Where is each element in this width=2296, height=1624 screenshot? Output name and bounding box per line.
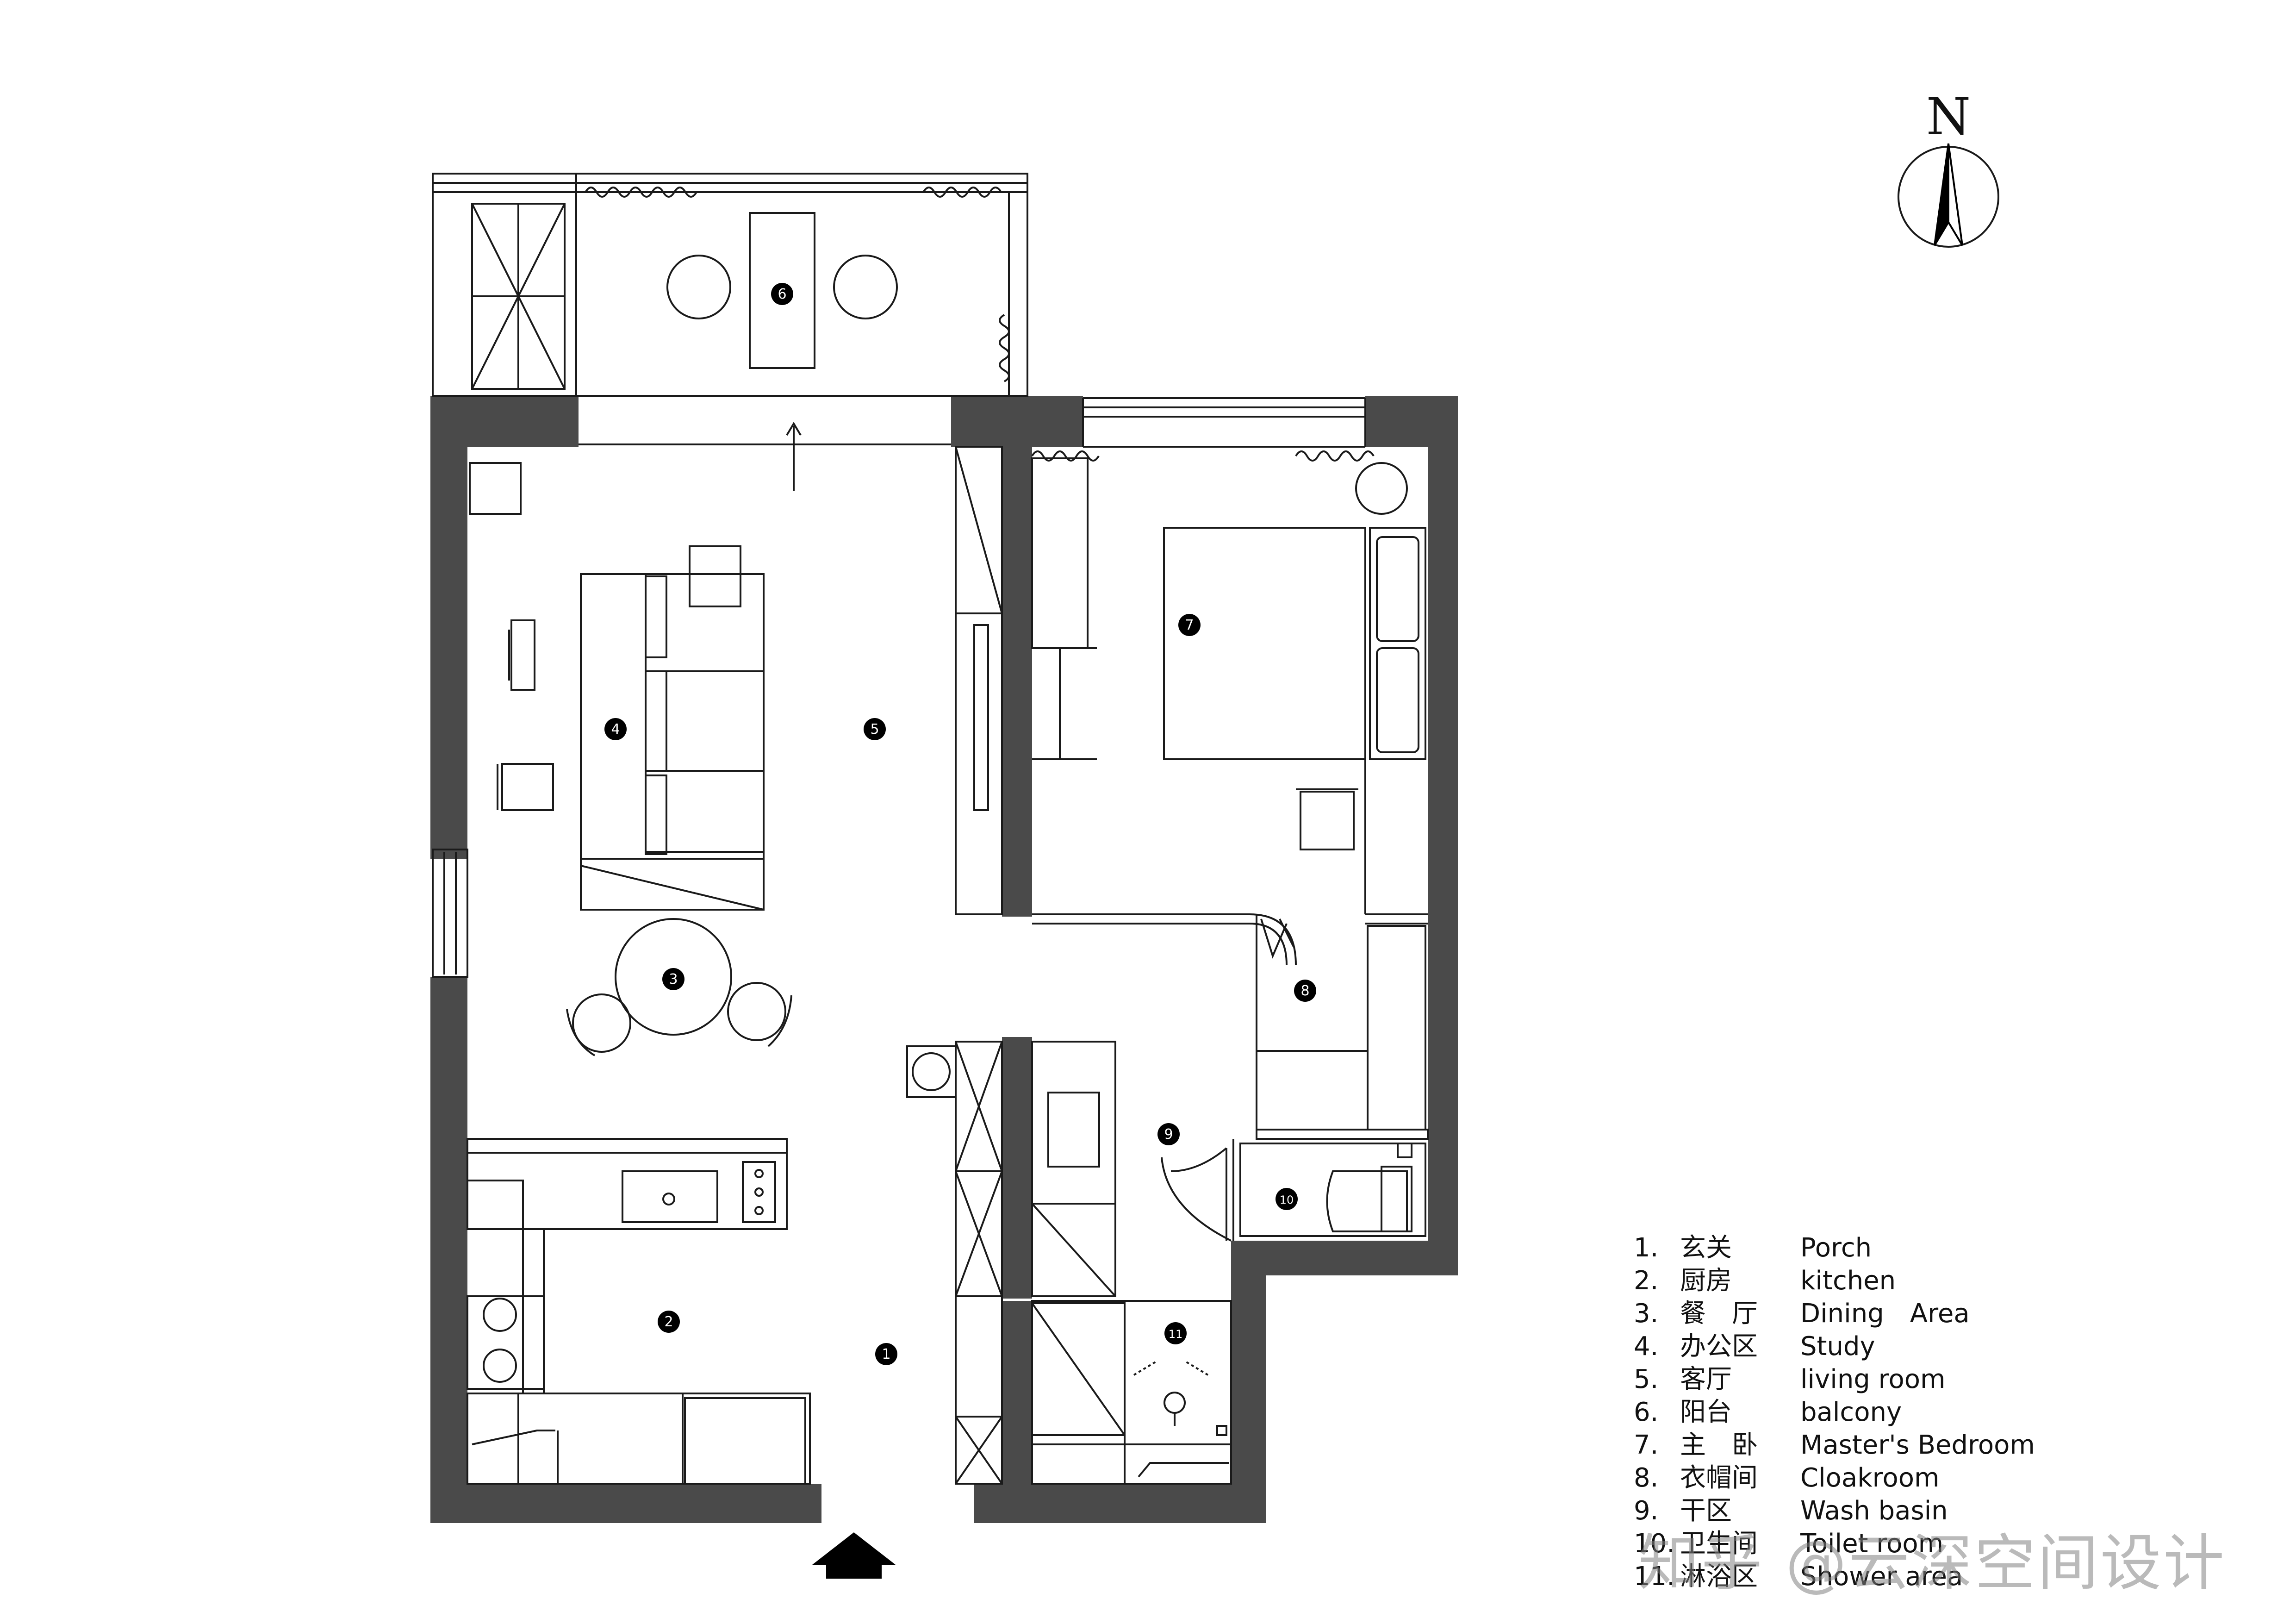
room-marker-label: 8 [1300, 983, 1309, 999]
legend-en: living room [1800, 1364, 1946, 1394]
room-marker-dot [1294, 980, 1316, 1002]
room-marker-dot [771, 283, 793, 305]
wall-bath-bottom [1231, 1241, 1458, 1275]
bedroom [1031, 397, 1426, 966]
watermark: 知乎 @云深空间设计 [1638, 1528, 2226, 1599]
legend-cn: 厨房 [1680, 1266, 1732, 1296]
walls [430, 396, 1458, 1523]
room-marker-dot [864, 718, 886, 740]
entrance-arrow-icon [812, 1532, 896, 1579]
bathroom [1031, 1139, 1426, 1485]
wall-bottom-left [430, 1484, 821, 1523]
room-marker-dot [658, 1311, 680, 1333]
legend-num: 2. [1634, 1266, 1659, 1296]
room-marker-dot [662, 968, 684, 990]
legend-cn: 阳台 [1680, 1397, 1732, 1427]
legend-en: Master's Bedroom [1800, 1430, 2035, 1460]
room-marker-dot [1164, 1322, 1187, 1344]
room-marker-dot [1276, 1188, 1298, 1210]
legend-row: 11.淋浴区 Shower area [1634, 1560, 2282, 1593]
room-marker-label: 6 [778, 286, 786, 302]
compass: N [1898, 87, 1999, 248]
wall-left-lower [430, 977, 467, 1523]
legend-row: 10.卫生间 Toilet room [1634, 1527, 2282, 1560]
legend-en: Study [1800, 1331, 1875, 1362]
room-marker-label: 3 [669, 971, 678, 987]
wall-bottom-right [974, 1484, 1266, 1523]
legend-en: Dining Area [1800, 1299, 1970, 1329]
legend-en: Cloakroom [1800, 1463, 1940, 1493]
legend-row: 5. 客厅 living room [1634, 1363, 2282, 1396]
legend-cn: 淋浴区 [1680, 1562, 1758, 1592]
legend-en: Shower area [1800, 1562, 1963, 1592]
room-marker-label: 10 [1280, 1193, 1294, 1206]
room-marker-label: 7 [1185, 617, 1194, 633]
legend-num: 4. [1634, 1331, 1659, 1362]
legend-cn: 干区 [1680, 1496, 1732, 1526]
legend-num: 7. [1634, 1430, 1659, 1460]
legend-en: balcony [1800, 1397, 1902, 1427]
legend-cn: 卫生间 [1680, 1529, 1758, 1559]
legend-row: 9. 干区 Wash basin [1634, 1494, 2282, 1527]
entry-storage [906, 1041, 1116, 1485]
room-marker-dot [604, 718, 627, 740]
room-marker-label: 4 [611, 721, 620, 737]
room-markers: 1 2 3 4 5 6 7 8 9 10 11 [604, 283, 1316, 1365]
legend-num: 10. [1634, 1529, 1675, 1559]
legend-row: 4. 办公区 Study [1634, 1330, 2282, 1363]
dining-furniture [566, 918, 792, 1056]
room-marker-label: 2 [664, 1314, 673, 1330]
legend-cn: 衣帽间 [1680, 1463, 1758, 1493]
wall-left-upper [430, 396, 467, 859]
legend-cn: 办公区 [1680, 1331, 1758, 1362]
compass-needle-icon [1934, 143, 1949, 246]
legend-row: 6. 阳台 balcony [1634, 1396, 2282, 1429]
room-marker-dot [1178, 614, 1201, 636]
legend-cn: 客厅 [1680, 1364, 1732, 1394]
legend-num: 3. [1634, 1299, 1659, 1329]
room-marker-label: 9 [1164, 1126, 1173, 1143]
legend: 1. 玄关 Porch 2. 厨房 kitchen 3. 餐 厅 Dining Area 4. 办公… [1634, 1231, 2282, 1593]
legend-cn: 主 卧 [1680, 1430, 1758, 1460]
legend-num: 11. [1634, 1562, 1675, 1592]
cloakroom [1256, 913, 1429, 1140]
legend-cn: 餐 厅 [1680, 1299, 1758, 1329]
legend-num: 5. [1634, 1364, 1659, 1394]
wall-bath-right [1231, 1241, 1266, 1523]
legend-en: Toilet room [1800, 1529, 1944, 1559]
legend-num: 9. [1634, 1496, 1659, 1526]
legend-num: 6. [1634, 1397, 1659, 1427]
room-marker-label: 5 [870, 721, 879, 737]
room-marker-label: 11 [1169, 1328, 1183, 1341]
legend-num: 1. [1634, 1233, 1659, 1263]
kitchen-furniture [467, 1138, 811, 1485]
legend-row: 7. 主 卧 Master's Bedroom [1634, 1429, 2282, 1462]
legend-en: Wash basin [1800, 1496, 1948, 1526]
legend-row: 2. 厨房 kitchen [1634, 1264, 2282, 1297]
wall-center-lower [1002, 1037, 1032, 1299]
wall-center-bottom [1002, 1301, 1032, 1491]
legend-cn: 玄关 [1680, 1233, 1732, 1263]
legend-en: Porch [1800, 1233, 1872, 1263]
compass-north-label: N [1926, 87, 1971, 146]
wall-right [1428, 396, 1458, 1275]
living-study-furniture [432, 446, 1003, 978]
room-marker-dot [875, 1343, 897, 1365]
legend-row: 1. 玄关 Porch [1634, 1231, 2282, 1264]
legend-row: 3. 餐 厅 Dining Area [1634, 1297, 2282, 1330]
room-marker-dot [1157, 1123, 1180, 1145]
legend-num: 8. [1634, 1463, 1659, 1493]
legend-row: 8. 衣帽间 Cloakroom [1634, 1462, 2282, 1494]
wall-center-column [1002, 396, 1032, 917]
room-marker-label: 1 [882, 1346, 890, 1362]
balcony [432, 173, 1028, 491]
legend-en: kitchen [1800, 1266, 1896, 1296]
